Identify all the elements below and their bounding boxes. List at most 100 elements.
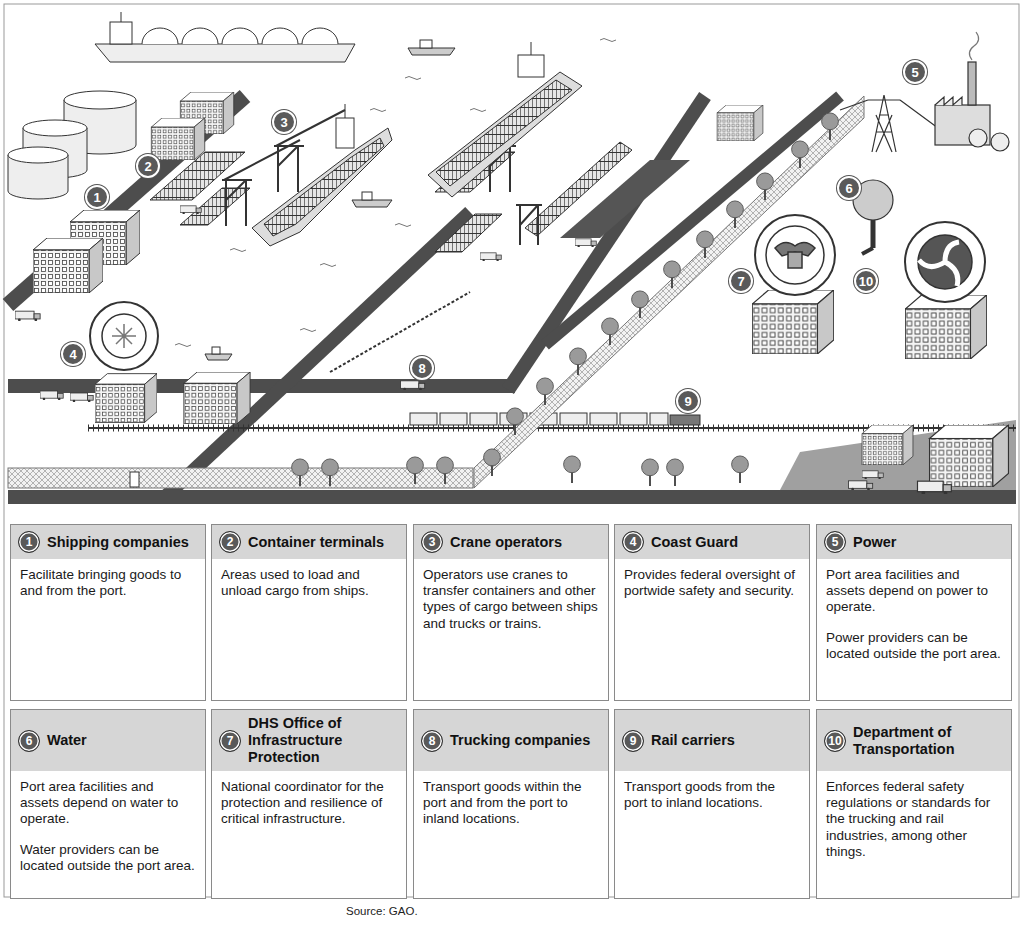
- description-text: Power providers can be located outside t…: [826, 630, 1002, 662]
- box-body: Provides federal oversight of portwide s…: [615, 559, 809, 621]
- role-box: 8Trucking companiesTransport goods withi…: [413, 709, 609, 899]
- roads-and-piers: [780, 420, 1016, 490]
- storage-tanks: [23, 120, 87, 136]
- vehicles: [575, 239, 596, 248]
- buildings: [862, 425, 913, 465]
- box-header: 2 Container terminals: [212, 525, 406, 559]
- power-plant: [969, 129, 987, 147]
- container-ship: [264, 138, 384, 236]
- trees: [642, 459, 659, 486]
- box-title: DHS Office of Infrastructure Protection: [248, 715, 399, 765]
- box-body: National coordinator for the protection …: [212, 771, 406, 850]
- buildings: [905, 295, 986, 359]
- trees: [437, 457, 454, 484]
- fences: [130, 472, 139, 487]
- lng-tanker: [302, 28, 338, 44]
- tugboats: [205, 40, 455, 360]
- number-badge: 2: [219, 531, 241, 553]
- box-header: 6Water: [11, 710, 205, 771]
- box-title: Shipping companies: [47, 534, 189, 551]
- train: [410, 413, 437, 425]
- water-waves: [470, 109, 486, 112]
- agency-seals: [766, 226, 824, 284]
- agency-seals: [112, 324, 136, 348]
- box-header: 5Power: [817, 525, 1011, 559]
- number-badge: 10: [824, 730, 846, 752]
- role-box: 9Rail carriersTransport goods from the p…: [614, 709, 810, 899]
- train: [560, 413, 587, 425]
- roads-and-piers: [560, 160, 690, 238]
- role-box: 3Crane operatorsOperators use cranes to …: [413, 524, 609, 701]
- agency-seals: [919, 242, 959, 286]
- role-box: 4Coast GuardProvides federal oversight o…: [614, 524, 810, 701]
- number-badge: 1: [18, 531, 40, 553]
- roads-and-piers: [8, 96, 1016, 504]
- water-waves: [175, 39, 616, 347]
- container-stacks: [525, 142, 632, 236]
- description-text: Port area facilities and assets depend o…: [826, 567, 1002, 616]
- train: [440, 413, 467, 425]
- trees: [667, 459, 684, 486]
- box-body: Facilitate bringing goods to and from th…: [11, 559, 205, 621]
- description-text: Facilitate bringing goods to and from th…: [20, 567, 196, 599]
- agency-seals: [788, 252, 802, 268]
- trees: [537, 378, 554, 405]
- number-badge: 7: [219, 730, 241, 752]
- vehicles: [180, 206, 201, 215]
- container-ship: [345, 104, 346, 118]
- trees: [664, 261, 681, 288]
- box-body: Enforces federal safety regulations or s…: [817, 771, 1011, 882]
- trees: [292, 113, 839, 486]
- lng-tanker: [110, 22, 132, 44]
- agency-seals: [90, 215, 985, 370]
- trees: [697, 231, 714, 258]
- box-title: Container terminals: [248, 534, 384, 551]
- storage-tanks: [8, 147, 68, 163]
- buildings: [33, 92, 1008, 487]
- lng-tanker: [142, 28, 178, 44]
- trees: [792, 141, 809, 168]
- lng-tanker: [182, 28, 218, 44]
- box-header: 9Rail carriers: [615, 710, 809, 771]
- container-ship: [428, 42, 582, 197]
- description-text: Water providers can be located outside t…: [20, 842, 196, 874]
- train: [590, 413, 617, 425]
- lng-tanker: [95, 44, 355, 62]
- water-waves: [320, 264, 336, 267]
- power-plant: [935, 97, 962, 105]
- callout-number: 10: [854, 269, 878, 293]
- water-tower: [871, 220, 876, 248]
- vehicles: [40, 391, 63, 400]
- container-ship: [518, 55, 544, 77]
- role-box: 5PowerPort area facilities and assets de…: [816, 524, 1012, 701]
- vehicles: [70, 393, 93, 402]
- agency-seals: [905, 222, 985, 302]
- fences: [474, 96, 864, 488]
- number-badge: 6: [18, 730, 40, 752]
- trees: [407, 457, 424, 484]
- container-ship: [436, 80, 572, 186]
- roads-and-piers: [8, 379, 515, 393]
- trees: [292, 459, 309, 486]
- tugboats: [205, 354, 232, 360]
- roads-and-piers: [8, 490, 1016, 504]
- number-badge: 5: [824, 531, 846, 553]
- storage-tanks: [64, 91, 136, 109]
- buildings: [930, 425, 1009, 487]
- trees: [822, 113, 839, 140]
- lng-tanker: [262, 28, 298, 44]
- rail-tracks: [330, 292, 470, 372]
- water-tower: [862, 248, 873, 254]
- description-text: Areas used to load and unload cargo from…: [221, 567, 397, 599]
- callout-number: 7: [729, 269, 753, 293]
- tugboats: [420, 40, 432, 48]
- power-plant: [991, 133, 1009, 151]
- cranes: [516, 205, 542, 245]
- box-title: Department of Transportation: [853, 724, 1004, 757]
- container-stacks: [180, 188, 250, 225]
- box-body: Transport goods from the port to inland …: [615, 771, 809, 833]
- box-title: Trucking companies: [450, 732, 590, 749]
- box-header: 10 Department of Transportation: [817, 710, 1011, 771]
